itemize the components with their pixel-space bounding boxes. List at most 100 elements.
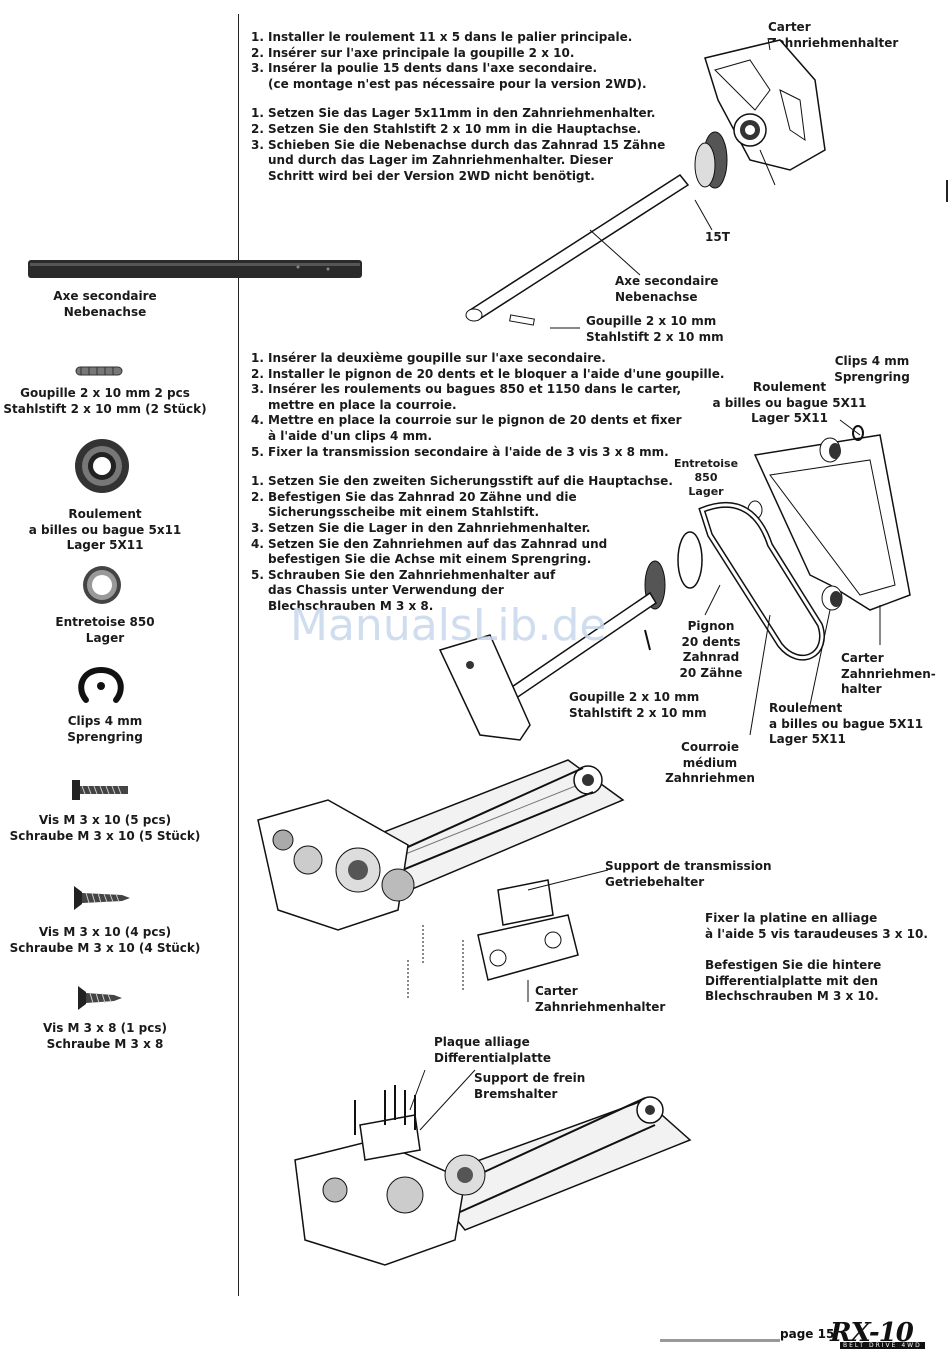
- step-text: (ce montage n'est pas nécessaire pour la…: [268, 76, 647, 91]
- step3-chassis-diagram: [257, 759, 625, 1002]
- step-text: Fixer la transmission secondaire à l'aid…: [268, 444, 669, 459]
- part-line: Vis M 3 x 10 (5 pcs): [38, 813, 172, 827]
- part-line: Roulement: [68, 507, 142, 521]
- step-item: 5.Fixer la transmission secondaire à l'a…: [251, 444, 669, 459]
- step-text: Schieben Sie die Nebenachse durch das Za…: [268, 137, 666, 152]
- label-line: a billes ou bague 5X11: [769, 716, 924, 731]
- label-line: Stahlstift 2 x 10 mm: [586, 329, 724, 344]
- step-item: das Chassis unter Verwendung der: [251, 583, 724, 599]
- step-text: Installer le roulement 11 x 5 dans le pa…: [268, 30, 633, 44]
- label-line: 20 Zähne: [679, 665, 743, 680]
- step-text: Setzen Sie den Stahlstift 2 x 10 mm in d…: [268, 121, 642, 136]
- label-15t: 15T: [705, 230, 730, 244]
- step-text: Insérer la poulie 15 dents dans l'axe se…: [268, 61, 598, 76]
- step-text: befestigen Sie die Achse mit einem Spren…: [268, 552, 592, 567]
- label-brake: Support de frein Bremshalter: [474, 1071, 585, 1102]
- step-item: mettre en place la courroie.: [251, 398, 724, 414]
- label-line: Roulement: [752, 380, 827, 394]
- label-line: Carter: [841, 651, 884, 665]
- label-line: Stahlstift 2 x 10 mm: [569, 705, 707, 720]
- step-text: Blechschrauben M 3 x 8.: [268, 598, 434, 613]
- label-line: 20 dents: [681, 634, 741, 649]
- step-text: und durch das Lager im Zahnriehmenhalter…: [268, 153, 613, 168]
- step-text: Sicherungsscheibe mit einem Stahlstift.: [268, 505, 540, 520]
- screw-icon: [72, 780, 128, 800]
- step-text: Insérer sur l'axe principale la goupille…: [268, 45, 575, 60]
- part-label-shaft: Axe secondaire Nebenachse: [0, 289, 210, 320]
- step-item: 3.Insérer les roulements ou bagues 850 e…: [251, 382, 682, 397]
- pin-icon: [75, 366, 123, 376]
- part-line: Vis M 3 x 8 (1 pcs): [43, 1021, 167, 1035]
- label-bearing-bottom: Roulement a billes ou bague 5X11 Lager 5…: [769, 701, 923, 748]
- label-line: Lager: [688, 485, 724, 498]
- step-item: 1.Insérer la deuxième goupille sur l'axe…: [251, 351, 606, 365]
- label-line: a billes ou bague 5X11: [712, 395, 867, 410]
- rx10-logo-tagline: BELT DRIVE 4WD: [840, 1342, 925, 1349]
- step-text: à l'aide d'un clips 4 mm.: [268, 428, 433, 443]
- step4-chassis-diagram: [294, 1069, 692, 1266]
- label-belt: Courroie médium Zahnriehmen: [664, 740, 756, 787]
- part-label-clip: Clips 4 mm Sprengring: [0, 714, 210, 745]
- label-line: Axe secondaire: [615, 274, 719, 288]
- watermark: ManualsLib.de: [290, 600, 607, 651]
- label-line: Support de transmission: [605, 859, 772, 873]
- step-item: 2.Befestigen Sie das Zahnrad 20 Zähne un…: [251, 489, 577, 504]
- label-line: médium: [682, 755, 738, 770]
- label-line: Carter: [535, 984, 578, 998]
- step-item: 3.Setzen Sie die Lager in den Zahnriehme…: [251, 520, 591, 535]
- step-text: Mettre en place la courroie sur le pigno…: [268, 413, 682, 428]
- short-screw-icon: [78, 986, 122, 1010]
- part-line: Schraube M 3 x 8: [46, 1036, 164, 1051]
- step-item: und durch das Lager im Zahnriehmenhalter…: [251, 153, 665, 169]
- step-text: Installer le pignon de 20 dents et le bl…: [268, 366, 725, 381]
- step-item: 4.Mettre en place la courroie sur le pig…: [251, 413, 682, 428]
- part-line: Sprengring: [67, 729, 143, 744]
- step-item: Blechschrauben M 3 x 8.: [251, 599, 724, 615]
- part-line: Schraube M 3 x 10 (5 Stück): [9, 828, 201, 843]
- footer-dots: [660, 1339, 780, 1342]
- step-item: 1.Setzen Sie das Lager 5x11mm in den Zah…: [251, 106, 656, 121]
- part-line: Goupille 2 x 10 mm 2 pcs: [20, 386, 190, 400]
- label-line: Carter: [768, 20, 811, 34]
- part-label-bearing: Roulement a billes ou bague 5x11 Lager 5…: [0, 507, 210, 554]
- step2-exploded-diagram: [438, 419, 911, 741]
- step-item: 4.Setzen Sie den Zahnriehmen auf das Zah…: [251, 536, 608, 551]
- label-line: Zahnriehmen: [665, 771, 755, 785]
- part-line: Entretoise 850: [55, 615, 155, 629]
- part-line: Schraube M 3 x 10 (4 Stück): [9, 940, 201, 955]
- step1-exploded-diagram: [465, 37, 826, 329]
- label-plate: Plaque alliage Differentialplatte: [434, 1035, 551, 1066]
- label-line: Befestigen Sie die hintere: [705, 958, 882, 972]
- clip-icon: [78, 666, 124, 703]
- part-label-screw: Vis M 3 x 10 (5 pcs) Schraube M 3 x 10 (…: [0, 813, 210, 844]
- label-line: Sprengring: [834, 369, 910, 384]
- step-item: 1.Setzen Sie den zweiten Sicherungsstift…: [251, 474, 673, 489]
- step-item: befestigen Sie die Achse mit einem Spren…: [251, 552, 724, 568]
- step-item: à l'aide d'un clips 4 mm.: [251, 429, 724, 445]
- part-label-spacer: Entretoise 850 Lager: [0, 615, 210, 646]
- step-item: 3.Schieben Sie die Nebenachse durch das …: [251, 137, 666, 152]
- part-label-pin: Goupille 2 x 10 mm 2 pcs Stahlstift 2 x …: [0, 386, 210, 417]
- spacer-icon: [83, 566, 121, 604]
- part-line: Lager: [85, 630, 125, 645]
- step-text: Schrauben Sie den Zahnriehmenhalter auf: [268, 567, 556, 582]
- label-line: Fixer la platine en alliage: [705, 911, 878, 925]
- label-line: Zahnriehmenhalter: [535, 999, 666, 1014]
- step-item: Schritt wird bei der Version 2WD nicht b…: [251, 169, 665, 185]
- label-line: Lager 5X11: [751, 411, 828, 425]
- label-line: Zahnriehmen-: [841, 666, 936, 681]
- label-line: Courroie: [681, 740, 739, 754]
- label-line: Plaque alliage: [434, 1035, 530, 1049]
- label-line: Nebenachse: [615, 289, 698, 304]
- part-line: Nebenachse: [63, 304, 147, 319]
- step-text: Insérer les roulements ou bagues 850 et …: [268, 382, 682, 397]
- step-text: Befestigen Sie das Zahnrad 20 Zähne und …: [268, 489, 577, 504]
- step-item: 2.Setzen Sie den Stahlstift 2 x 10 mm in…: [251, 121, 642, 136]
- label-clips-step2: Clips 4 mm Sprengring: [832, 354, 912, 385]
- label-instr-fr: Fixer la platine en alliage à l'aide 5 v…: [705, 911, 928, 942]
- step-text: Setzen Sie die Lager in den Zahnriehmenh…: [268, 520, 591, 535]
- step-text: Insérer la deuxième goupille sur l'axe s…: [268, 351, 606, 365]
- label-bearing-top: Roulement a billes ou bague 5X11 Lager 5…: [712, 380, 867, 427]
- bearing-icon: [75, 439, 129, 493]
- column-divider: [238, 14, 239, 1296]
